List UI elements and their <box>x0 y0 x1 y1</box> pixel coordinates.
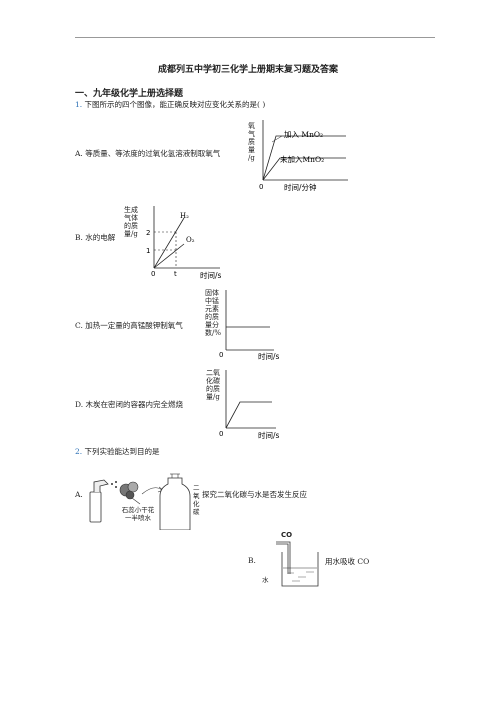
h2-line <box>153 217 185 269</box>
q1-option-a: A. 等质量、等浓度的过氧化氢溶液制取氧气 <box>75 148 220 159</box>
h2-label: H₂ <box>180 212 189 220</box>
option-label: A. <box>75 149 83 158</box>
q2-option-a-label: A. <box>75 490 83 499</box>
line1-label: 加入 MnO₂ <box>284 129 323 139</box>
q2-option-b-text: 用水吸收 CO <box>325 557 370 566</box>
gas-tube <box>276 541 291 574</box>
option-text: 木炭在密闭的容器内完全燃烧 <box>85 400 184 409</box>
beaker-illustration <box>276 541 319 587</box>
option-text: 加热一定量的高锰酸钾制氧气 <box>85 321 183 330</box>
x-label: 时间/s <box>258 351 280 361</box>
gas-bottle <box>159 477 191 530</box>
tick-1: 1 <box>146 247 150 255</box>
question-2: 2. 下列实验能达到目的是 <box>75 446 160 457</box>
option-label: B. <box>75 233 83 242</box>
origin-label: 0 <box>151 270 155 278</box>
graph-d: 0 时间/s <box>219 370 280 440</box>
water-label: 水 <box>262 576 269 584</box>
line2-label: 未加入MnO₂ <box>280 154 324 164</box>
graph-b: 2 1 H₂ O₂ 0 t 时间/s <box>146 206 222 280</box>
option-label: D. <box>75 400 84 409</box>
question-text: 下图所示的四个图像，能正确反映对应变化关系的是( ) <box>84 100 266 109</box>
origin-label: 0 <box>219 351 223 359</box>
flower-icon <box>119 481 141 505</box>
graph-b-ylabel: 生成 气体 的质 量/g <box>124 206 138 238</box>
question-number: 1. <box>75 100 83 109</box>
q2-option-a-text: 探究二氧化碳与水是否发生反应 <box>202 490 307 499</box>
section-heading: 一、九年级化学上册选择题 <box>75 89 184 99</box>
q1-option-c: C. 加热一定量的高锰酸钾制氧气 <box>75 320 183 331</box>
q1-option-b: B. 水的电解 <box>75 232 115 243</box>
spray-nozzle <box>93 479 109 492</box>
graph-a-ylabel: 氧 气 质 量 /g <box>248 122 255 162</box>
question-number: 2. <box>75 447 83 456</box>
co2-line <box>225 401 272 429</box>
flower-caption: 石蕊小干花 一半喷水 <box>121 506 155 522</box>
spray-bottle <box>89 491 102 523</box>
x-label: 时间/s <box>258 430 280 440</box>
co-label: CO <box>281 531 293 539</box>
origin-label: 0 <box>259 183 263 191</box>
tick-2: 2 <box>146 229 150 237</box>
arrow <box>141 487 163 495</box>
question-text: 下列实验能达到目的是 <box>84 447 160 456</box>
graph-d-ylabel: 二氧 化碳 的质 量/g <box>206 369 220 401</box>
q1-option-d: D. 木炭在密闭的容器内完全燃烧 <box>75 399 183 410</box>
graph-a: 加入 MnO₂ 未加入MnO₂ 0 时间/分钟 <box>259 120 348 192</box>
q2-option-b-label: B. <box>248 556 256 565</box>
o2-label: O₂ <box>186 236 195 244</box>
origin-label: 0 <box>219 430 223 438</box>
graph-c-ylabel: 固体 中锰 元素 的质 量分 数/% <box>205 289 222 337</box>
x-label: 时间/s <box>200 270 222 280</box>
header-rule <box>75 37 435 38</box>
tick-t: t <box>174 270 177 278</box>
x-label: 时间/分钟 <box>284 182 317 192</box>
line-without-catalyst <box>262 157 346 181</box>
o2-line <box>153 243 185 269</box>
bottle-label: 二 氧 化 碳 <box>193 484 200 516</box>
document-title: 成都列五中学初三化学上册期末复习题及答案 <box>157 65 338 75</box>
option-label: C. <box>75 321 83 330</box>
question-1: 1. 下图所示的四个图像，能正确反映对应变化关系的是( ) <box>75 99 265 110</box>
beaker <box>281 552 319 587</box>
spray-bottle-illustration <box>89 473 191 530</box>
line-with-catalyst <box>262 135 346 181</box>
option-text: 等质量、等浓度的过氧化氢溶液制取氧气 <box>85 149 221 158</box>
graph-c: 0 时间/s <box>219 290 280 361</box>
option-text: 水的电解 <box>85 233 116 242</box>
